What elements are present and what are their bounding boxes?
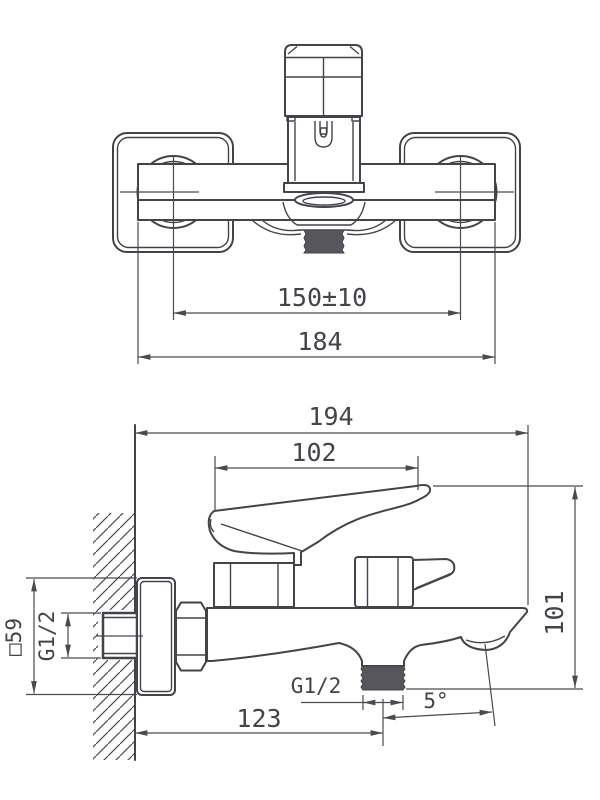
center-lines [120,157,514,320]
dim-spout-angle: 5° [382,643,496,727]
dim-label-spout-angle: 5° [423,689,448,713]
side-view: 194 102 101 123 G1/2 [2,402,583,761]
dim-overall-depth: 194 [134,402,529,605]
dim-center-distance: 150±10 [173,283,461,316]
dim-label-spout-distance: 123 [236,704,281,733]
valve-cap-side [213,562,295,608]
front-view: 150±10 184 [112,44,521,364]
dim-spout-distance: 123 [134,699,384,746]
wall-section [93,424,138,761]
label-outlet-thread: G1/2 [291,674,342,698]
mounting-nut [175,601,207,672]
dim-label-overall-depth: 194 [308,402,353,431]
dim-label-overall-height: 101 [540,590,569,635]
lever-handle [207,484,432,566]
spout-outlet [251,192,397,254]
dim-overall-height: 101 [406,485,583,690]
diverter-knob [354,556,456,608]
dim-label-overall-width: 184 [297,327,342,356]
dim-escutcheon-size: □59 [2,577,137,696]
shower-outlet-thread [303,229,345,254]
dim-overall-width: 184 [137,222,496,364]
label-wall-thread: G1/2 [35,611,59,662]
dim-outlet-thread: G1/2 [291,674,404,710]
label-escutcheon-size: □59 [2,618,26,656]
spout-outlet-thread-side [360,665,406,691]
dim-lever-length: 102 [214,438,419,510]
dim-label-center-distance: 150±10 [277,283,367,312]
dim-wall-thread: G1/2 [35,611,101,662]
dim-label-lever-length: 102 [291,438,336,467]
faucet-body-side [206,607,529,691]
handle-knob [284,44,363,148]
